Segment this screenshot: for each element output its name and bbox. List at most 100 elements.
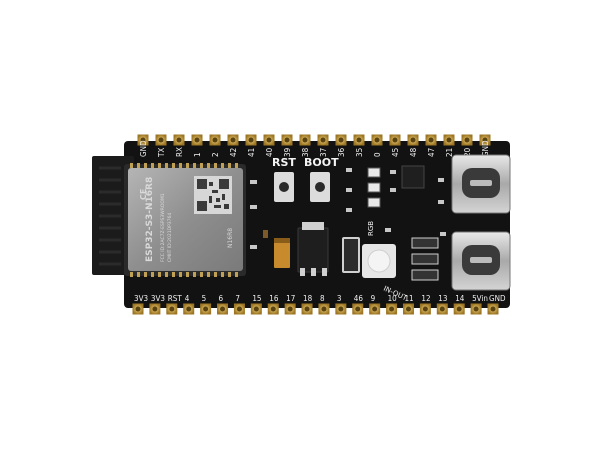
top-pin-label: 41	[247, 148, 256, 157]
rgb-label: RGB	[367, 221, 375, 236]
usb-c-port-bottom	[451, 231, 511, 291]
pin-hole	[456, 306, 462, 312]
pin-hole	[410, 137, 416, 143]
pin-hole	[253, 306, 259, 312]
pin-hole	[428, 137, 434, 143]
pin-hole	[287, 306, 293, 312]
pin-hole	[135, 306, 141, 312]
pin-hole	[203, 306, 209, 312]
module-id-line-1: FCC ID:2AC7Z-ESPS3WROOM1	[160, 193, 166, 262]
top-pin-label: 40	[265, 147, 274, 157]
pin-hole	[320, 137, 326, 143]
pin-hole	[270, 306, 276, 312]
pin-hole	[374, 137, 380, 143]
top-pin-label: 47	[427, 148, 436, 157]
bottom-pin-label: 6	[219, 294, 224, 303]
pin-hole	[176, 137, 182, 143]
bottom-pin-label: 9	[371, 294, 376, 303]
esp32-s3-module: ESP32-S3-N16R8 FCC ID:2AC7Z-ESPS3WROOM1 …	[124, 163, 246, 277]
top-pin-label: 37	[319, 148, 328, 157]
module-id-line-2: CMIIT ID:2021DP3764	[167, 213, 173, 262]
pin-hole	[356, 137, 362, 143]
top-pin-label: TX	[157, 148, 166, 158]
diode	[342, 237, 360, 273]
bottom-pin-label: RST	[168, 294, 183, 303]
top-pin-label: 39	[283, 147, 292, 157]
top-pin-label: 2	[211, 152, 220, 157]
module-name: ESP32-S3-N16R8	[145, 177, 155, 262]
bottom-pin-label: 10	[388, 294, 398, 303]
bottom-pin-label: 3V3	[151, 294, 165, 303]
pin-hole	[439, 306, 445, 312]
bottom-pin-label: 15	[252, 294, 261, 303]
bottom-pin-label: 11	[404, 294, 413, 303]
rgb-led	[362, 244, 396, 278]
top-header-pins	[137, 134, 491, 146]
pin-hole	[194, 137, 200, 143]
bottom-pin-label: 3	[337, 294, 342, 303]
top-pin-label: 48	[409, 147, 418, 157]
bottom-pin-label: 17	[286, 294, 295, 303]
pin-hole	[321, 306, 327, 312]
smd-components	[250, 167, 446, 249]
top-pin-label: 1	[193, 152, 202, 157]
pin-hole	[236, 306, 242, 312]
top-pin-label: GND	[139, 140, 148, 157]
pin-hole	[422, 306, 428, 312]
qr-code	[194, 176, 232, 214]
usb-uart-chip	[401, 165, 425, 189]
rst-label: RST	[272, 156, 296, 169]
module-ce-mark: CE	[139, 189, 148, 200]
top-pin-label: 20	[463, 147, 472, 157]
tantalum-capacitor	[274, 238, 290, 268]
pin-hole	[473, 306, 479, 312]
bottom-pin-label: 14	[455, 294, 465, 303]
pin-hole	[266, 137, 272, 143]
pin-hole	[338, 306, 344, 312]
top-pin-label: 45	[391, 148, 400, 157]
bottom-pin-label: 4	[185, 294, 190, 303]
pin-hole	[405, 306, 411, 312]
voltage-regulator	[297, 222, 329, 276]
bottom-pin-label: GND	[489, 294, 506, 303]
top-pin-label: RX	[175, 147, 184, 157]
bottom-pin-label: 5	[202, 294, 207, 303]
top-pin-label: 42	[229, 148, 238, 157]
pin-hole	[230, 137, 236, 143]
module-side-text: N16R8	[227, 228, 234, 248]
top-pin-label: 35	[355, 148, 364, 157]
bottom-pin-label: 18	[303, 294, 313, 303]
bottom-pin-label: 3V3	[134, 294, 148, 303]
pin-hole	[284, 137, 290, 143]
pin-hole	[152, 306, 158, 312]
pin-hole	[446, 137, 452, 143]
pin-hole	[140, 137, 146, 143]
pin-hole	[302, 137, 308, 143]
usb-c-port-top	[451, 154, 511, 214]
protection-diodes	[411, 237, 439, 281]
top-pin-label: 0	[373, 152, 382, 157]
pin-hole	[186, 306, 192, 312]
pin-hole	[248, 137, 254, 143]
pin-hole	[392, 137, 398, 143]
bottom-pin-label: 13	[438, 294, 447, 303]
top-pin-label: GND	[481, 140, 490, 157]
pin-hole	[482, 137, 488, 143]
bottom-pin-label: 16	[269, 294, 279, 303]
top-pin-label: 21	[445, 148, 454, 157]
pin-hole	[158, 137, 164, 143]
pin-hole	[220, 306, 226, 312]
pin-hole	[389, 306, 395, 312]
bottom-pin-label: 12	[421, 294, 430, 303]
pin-hole	[212, 137, 218, 143]
bottom-pin-label: 46	[354, 294, 364, 303]
pin-hole	[490, 306, 496, 312]
bottom-header-pins	[132, 303, 499, 315]
boot-button	[310, 172, 330, 202]
pin-hole	[304, 306, 310, 312]
bottom-pin-label: 8	[320, 294, 325, 303]
pin-hole	[372, 306, 378, 312]
